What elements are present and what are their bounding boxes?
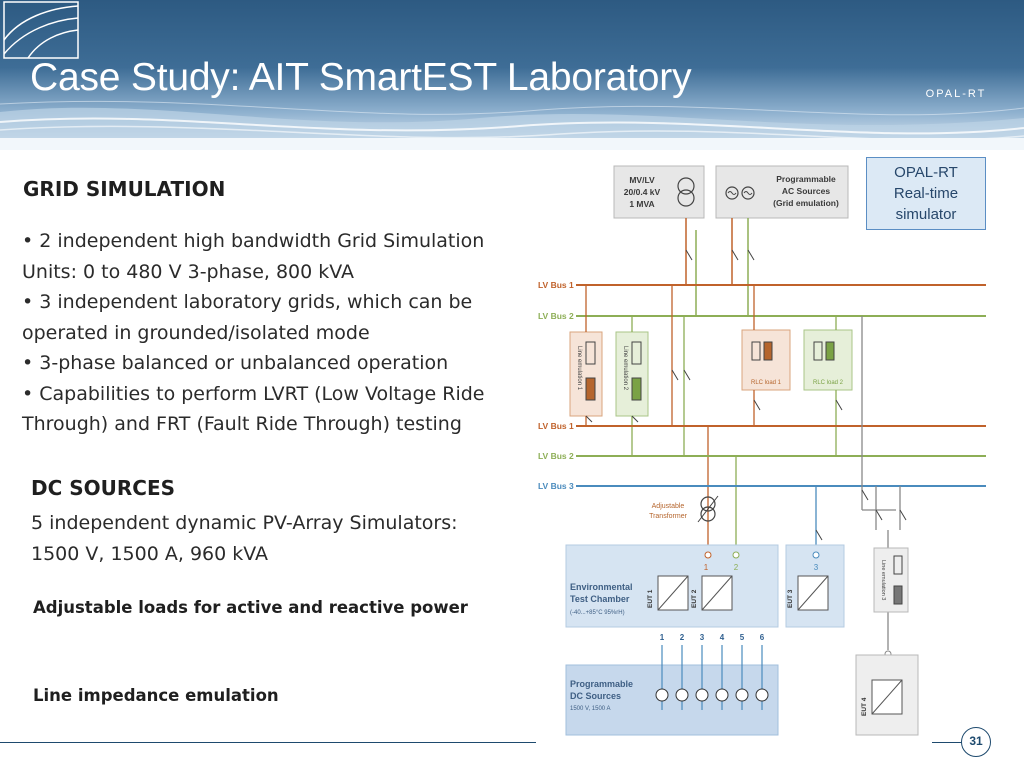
svg-text:3: 3 bbox=[700, 633, 705, 642]
eut-4-box: 4 EUT 4 bbox=[855, 650, 919, 736]
adjustable-transformer: Adjustable Transformer bbox=[649, 495, 719, 523]
rt-box-line: OPAL-RT bbox=[894, 164, 958, 181]
list-item: • 2 independent high bandwidth Grid Simu… bbox=[22, 230, 485, 252]
upper-buses: LV Bus 1 LV Bus 2 bbox=[538, 280, 986, 321]
opal-rt-logo-icon bbox=[3, 1, 79, 59]
line-emulation-3: Line emulation 3 bbox=[873, 547, 909, 613]
svg-text:LV Bus 1: LV Bus 1 bbox=[538, 421, 574, 431]
programmable-dc-sources: Programmable DC Sources 1500 V, 1500 A bbox=[565, 664, 779, 736]
svg-text:1: 1 bbox=[704, 563, 709, 572]
svg-text:Test Chamber: Test Chamber bbox=[570, 594, 630, 604]
list-item: Through) and FRT (Fault Ride Through) te… bbox=[22, 413, 462, 435]
lower-buses: LV Bus 1 LV Bus 2 LV Bus 3 bbox=[538, 421, 986, 491]
svg-text:6: 6 bbox=[760, 633, 765, 642]
list-item: Units: 0 to 480 V 3-phase, 800 kVA bbox=[22, 260, 355, 283]
grid-simulation-list: • 2 independent high bandwidth Grid Simu… bbox=[22, 226, 537, 440]
svg-text:Line emulation 3: Line emulation 3 bbox=[880, 560, 886, 600]
svg-text:20/0.4 kV: 20/0.4 kV bbox=[624, 187, 661, 197]
rt-box-line: Real-time bbox=[893, 185, 959, 202]
list-item: operated in grounded/isolated mode bbox=[22, 321, 370, 344]
svg-text:5: 5 bbox=[740, 633, 745, 642]
eut-3-box: EUT 3 3 bbox=[785, 544, 845, 628]
svg-text:EUT 3: EUT 3 bbox=[787, 589, 794, 608]
svg-text:EUT 2: EUT 2 bbox=[691, 589, 698, 608]
svg-text:1500 V, 1500 A: 1500 V, 1500 A bbox=[570, 706, 611, 712]
svg-text:2: 2 bbox=[680, 633, 685, 642]
svg-text:Line emulation 2: Line emulation 2 bbox=[622, 346, 628, 391]
svg-text:DC Sources: DC Sources bbox=[570, 691, 621, 701]
svg-text:Adjustable: Adjustable bbox=[652, 503, 685, 510]
dc-line: 1500 V, 1500 A, 960 kVA bbox=[31, 543, 269, 565]
svg-text:2: 2 bbox=[734, 563, 739, 572]
lab-schematic-diagram: MV/LV 20/0.4 kV 1 MVA Programmable AC So… bbox=[536, 150, 990, 748]
svg-text:(-40...+85°C 95%rH): (-40...+85°C 95%rH) bbox=[570, 610, 625, 616]
list-item: • 3-phase balanced or unbalanced operati… bbox=[22, 352, 449, 374]
svg-text:Environmental: Environmental bbox=[570, 582, 633, 592]
svg-text:1: 1 bbox=[660, 633, 665, 642]
rt-box-line: simulator bbox=[895, 206, 957, 223]
svg-text:RLC load 1: RLC load 1 bbox=[751, 380, 782, 386]
svg-text:EUT 1: EUT 1 bbox=[647, 589, 654, 608]
dc-sources-heading: DC SOURCES bbox=[31, 476, 176, 500]
line-impedance-text: Line impedance emulation bbox=[33, 686, 279, 705]
wave-decoration bbox=[0, 100, 1024, 150]
svg-text:LV Bus 2: LV Bus 2 bbox=[538, 451, 574, 461]
svg-text:Programmable: Programmable bbox=[776, 174, 836, 184]
footer-divider bbox=[0, 742, 536, 743]
list-item: • Capabilities to perform LVRT (Low Volt… bbox=[22, 382, 485, 405]
svg-text:MV/LV: MV/LV bbox=[629, 175, 655, 185]
page-number: 31 bbox=[961, 727, 991, 757]
dc-source-links: 1 2 3 4 5 6 bbox=[655, 633, 769, 710]
footer-divider-right bbox=[932, 742, 962, 743]
svg-text:3: 3 bbox=[814, 563, 819, 572]
mv-lv-transformer: MV/LV 20/0.4 kV 1 MVA bbox=[613, 165, 705, 219]
header-banner: Case Study: AIT SmartEST Laboratory OPAL… bbox=[0, 0, 1024, 150]
list-item: • 3 independent laboratory grids, which … bbox=[22, 291, 473, 313]
dc-line: 5 independent dynamic PV-Array Simulator… bbox=[31, 512, 458, 534]
svg-text:LV Bus 1: LV Bus 1 bbox=[538, 280, 574, 290]
svg-text:1 MVA: 1 MVA bbox=[629, 199, 654, 209]
svg-text:LV Bus 2: LV Bus 2 bbox=[538, 311, 574, 321]
ac-sources-box: Programmable AC Sources (Grid emulation) bbox=[715, 165, 849, 219]
line-emulation-1: Line emulation 1 bbox=[569, 331, 603, 417]
logo-text: OPAL-RT bbox=[925, 88, 987, 100]
svg-text:AC Sources: AC Sources bbox=[782, 186, 830, 196]
svg-text:Programmable: Programmable bbox=[570, 679, 633, 689]
rlc-load-1: RLC load 1 bbox=[741, 329, 791, 391]
svg-text:4: 4 bbox=[720, 633, 725, 642]
adjustable-loads-text: Adjustable loads for active and reactive… bbox=[33, 598, 468, 617]
svg-text:Transformer: Transformer bbox=[649, 513, 688, 520]
page-title: Case Study: AIT SmartEST Laboratory bbox=[30, 56, 692, 99]
svg-text:RLC load 2: RLC load 2 bbox=[813, 380, 844, 386]
svg-text:EUT 4: EUT 4 bbox=[861, 697, 868, 716]
line-emulation-2: Line emulation 2 bbox=[615, 331, 649, 417]
svg-text:LV Bus 3: LV Bus 3 bbox=[538, 481, 574, 491]
dc-sources-text: 5 independent dynamic PV-Array Simulator… bbox=[31, 508, 458, 570]
rlc-load-2: RLC load 2 bbox=[803, 329, 853, 391]
opal-rt-simulator-box: OPAL-RT Real-time simulator bbox=[866, 157, 986, 230]
environmental-test-chamber: Environmental Test Chamber (-40...+85°C … bbox=[565, 544, 779, 628]
grid-simulation-heading: GRID SIMULATION bbox=[23, 177, 226, 201]
svg-text:(Grid emulation): (Grid emulation) bbox=[773, 198, 839, 208]
svg-text:Line emulation 1: Line emulation 1 bbox=[576, 346, 582, 391]
